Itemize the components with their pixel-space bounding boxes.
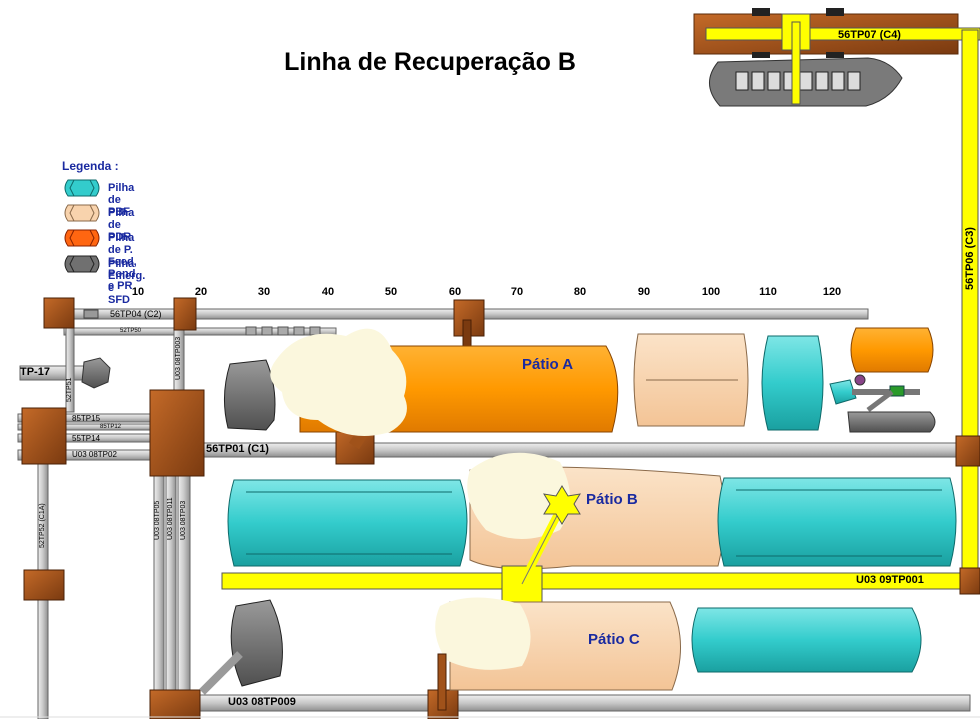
scale-label: 30 <box>257 286 271 298</box>
scale-label: 10 <box>131 286 145 298</box>
conveyor-label-u03-08tp009: U03 08TP009 <box>228 696 296 708</box>
scale-label: 100 <box>701 286 721 298</box>
conveyor-label-52tp52: 52TP52 (C1A) <box>39 503 46 548</box>
conveyor-label-85tp15: 85TP15 <box>72 414 101 423</box>
scale-label: 70 <box>510 286 524 298</box>
conveyor-u03-09tp001 <box>221 572 965 590</box>
scale-label: 120 <box>822 286 842 298</box>
conveyor-label-56tp04: 56TP04 (C2) <box>110 309 162 319</box>
conveyor-label-tp17: TP-17 <box>20 366 50 378</box>
yard-label-c: Pátio C <box>588 631 640 648</box>
pile-pdr-icon <box>64 204 100 222</box>
conveyor-56tp01 <box>189 442 967 458</box>
conveyor-label-u03-08tp011: U03 08TP011 <box>167 497 174 540</box>
scale-label: 90 <box>637 286 651 298</box>
conveyor-label-55tp14: 55TP14 <box>72 434 101 443</box>
conveyor-label-56tp01: 56TP01 (C1) <box>206 443 269 455</box>
conveyor-52tp50 <box>63 327 337 336</box>
yard-label-b: Pátio B <box>586 491 638 508</box>
legend-label-feed: Pilha de P. Feed, Pond e PR <box>108 232 137 293</box>
conveyor-label-85tp12: 85TP12 <box>100 424 122 430</box>
scale-label: 80 <box>573 286 587 298</box>
scale-label: 40 <box>321 286 335 298</box>
scale-label: 20 <box>194 286 208 298</box>
conveyor-label-52tp50: 52TP50 <box>120 328 142 334</box>
pile-emerg-icon <box>64 255 100 273</box>
pile-pbf-icon <box>64 179 100 197</box>
scale-label: 60 <box>448 286 462 298</box>
ship-loader <box>693 8 980 107</box>
legend-heading: Legenda : <box>62 159 119 173</box>
legend-label-pbf: Pilha de PBF <box>108 182 135 219</box>
conveyor-56tp06 <box>961 29 979 591</box>
legend-label-pdr: Pilha de PDR <box>108 207 135 244</box>
conveyor-u03-08tp009 <box>179 694 971 712</box>
conveyor-label-u03-09tp001: U03 09TP001 <box>856 574 924 586</box>
conveyor-label-56tp07: 56TP07 (C4) <box>838 29 901 41</box>
conveyor-label-u03-08tp02: U03 08TP02 <box>72 450 117 459</box>
scale-label: 50 <box>384 286 398 298</box>
conveyor-label-52tp51: 52TP51 <box>66 377 73 402</box>
conveyor-label-u03-08tp003: U03 08TP003 <box>175 336 182 380</box>
conveyor-label-u03-08tp03: U03 08TP03 <box>180 500 187 540</box>
conveyor-label-56tp06: 56TP06 (C3) <box>964 227 976 290</box>
pile-feed-icon <box>64 229 100 247</box>
scale-label: 110 <box>759 286 777 298</box>
yard-label-a: Pátio A <box>522 356 574 373</box>
page-title: Linha de Recuperação B <box>284 48 576 76</box>
conveyor-label-u03-08tp05: U03 08TP05 <box>154 500 161 540</box>
